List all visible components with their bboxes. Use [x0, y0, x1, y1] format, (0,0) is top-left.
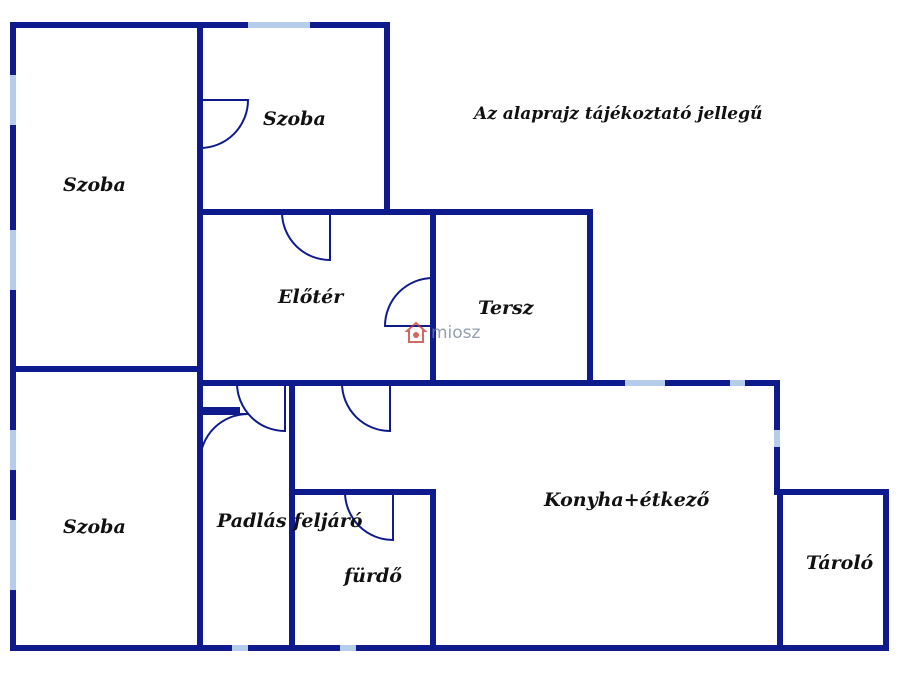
door — [383, 277, 434, 327]
watermark-logo: miosz — [404, 320, 480, 346]
house-icon — [404, 321, 428, 343]
door — [199, 99, 250, 149]
door — [341, 382, 391, 433]
doors — [199, 99, 434, 542]
door — [236, 382, 286, 433]
room-label-tarolo: Tároló — [806, 552, 874, 574]
room-label-szoba-top-middle: Szoba — [263, 108, 326, 130]
room-label-eloter: Előtér — [278, 286, 344, 308]
room-label-szoba-top-left: Szoba — [63, 174, 126, 196]
disclaimer-note: Az alaprajz tájékoztató jellegű — [474, 104, 763, 124]
watermark-text: miosz — [431, 323, 481, 343]
door — [281, 211, 331, 262]
door — [199, 413, 249, 463]
windows — [10, 22, 780, 651]
room-label-tersz: Tersz — [478, 297, 534, 319]
outer-wall — [10, 22, 889, 651]
room-label-szoba-bottom-left: Szoba — [63, 516, 126, 538]
door — [344, 491, 394, 542]
walls — [10, 22, 889, 651]
room-label-padlas: Padlás feljáró — [217, 510, 363, 532]
room-label-konyha: Konyha+étkező — [544, 489, 710, 511]
room-label-furdo: fürdő — [344, 565, 402, 587]
